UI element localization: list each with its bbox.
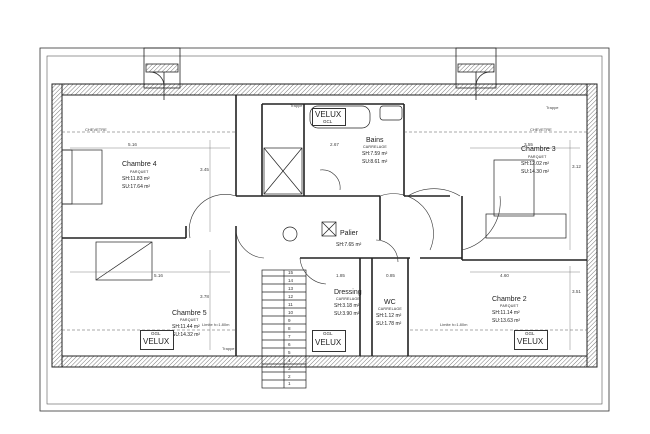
room-chambre4-name: Chambre 4 — [122, 161, 157, 168]
room-wc-sh: SH:1.12 m² — [376, 313, 402, 319]
stair-step-number: 14 — [288, 278, 294, 283]
chevetre-right: CHEVETRE — [530, 127, 552, 132]
room-dressing-sh: SH:3.18 m² — [334, 303, 360, 309]
dim-351: 3.51 — [572, 289, 581, 294]
bed-chambre3 — [485, 159, 567, 239]
stair-step-number: 9 — [288, 318, 291, 323]
room-chambre2-name: Chambre 2 — [492, 296, 527, 303]
staircase — [261, 269, 307, 389]
velux-window-top: VELUX GCL — [312, 108, 346, 126]
bed-chambre4 — [61, 149, 103, 205]
stair-step-number: 6 — [288, 342, 291, 347]
stair-step-number: 11 — [288, 302, 293, 307]
bathroom-fixtures — [263, 105, 403, 242]
stair-step-number: 4 — [288, 358, 291, 363]
dim-267: 2.67 — [330, 142, 339, 147]
door-swings — [188, 169, 501, 285]
room-bains-floor: Carrelage — [363, 145, 387, 149]
room-bains-sh: SH:7.59 m² — [362, 151, 388, 157]
stair-step-number: 7 — [288, 334, 291, 339]
trappe-bottom-left: Trappe — [222, 346, 235, 351]
room-bains-su: SU:8.61 m² — [362, 159, 388, 165]
velux-model: GGL — [323, 331, 333, 336]
velux-model: GGL — [525, 331, 535, 336]
velux-label: VELUX — [143, 337, 170, 346]
dim-378: 3.78 — [200, 294, 209, 299]
room-chambre3-name: Chambre 3 — [521, 146, 556, 153]
room-wc-name: WC — [384, 299, 396, 306]
trappe-top: Trappe — [290, 103, 303, 108]
dim-355: 3.55 — [524, 142, 533, 147]
room-chambre5-sh: SH:11.44 m² — [172, 324, 200, 330]
room-chambre3-sh: SH:12.02 m² — [521, 161, 550, 167]
room-palier-sh: SH:7.65 m² — [336, 242, 362, 248]
dim-312: 3.12 — [572, 164, 581, 169]
roof-window-blocks-top — [143, 47, 497, 100]
room-chambre4-floor: Parquet — [130, 170, 149, 174]
room-dressing-floor: Carrelage — [336, 297, 360, 301]
exterior-walls — [51, 83, 598, 368]
room-chambre3-su: SU:14.30 m² — [521, 169, 550, 175]
stair-step-number: 8 — [288, 326, 291, 331]
velux-model: GGL — [151, 331, 161, 336]
stair-step-number: 13 — [288, 286, 294, 291]
velux-label: VELUX — [517, 337, 544, 346]
dim-460: 4.60 — [500, 273, 509, 278]
dim-085: 0.85 — [386, 273, 395, 278]
stair-step-number: 12 — [288, 294, 294, 299]
limite-right: Limite h=1.80m — [440, 322, 468, 327]
dim-516-mid: 5.16 — [154, 273, 163, 278]
stair-step-number: 3 — [288, 366, 291, 371]
dimension-lines — [70, 140, 580, 350]
stair-step-number: 15 — [288, 270, 294, 275]
room-chambre5-su: SU:14.32 m² — [172, 332, 201, 338]
bed-chambre5 — [95, 241, 153, 281]
velux-window-dressing: GGL VELUX — [312, 330, 346, 352]
room-wc-su: SU:1.78 m² — [376, 321, 402, 327]
dim-516-top: 5.16 — [128, 142, 137, 147]
stair-step-number: 10 — [288, 310, 294, 315]
room-chambre5-floor: Parquet — [180, 318, 199, 322]
room-chambre2-floor: Parquet — [500, 304, 519, 308]
velux-label: VELUX — [315, 110, 342, 119]
room-dressing-name: Dressing — [334, 289, 362, 296]
trappe-bottom-right: Trappe — [546, 105, 559, 110]
palier-vent — [321, 221, 337, 237]
velux-model: GCL — [323, 119, 333, 124]
limite-left: Limite h=1.80m — [202, 322, 230, 327]
dim-185: 1.85 — [336, 273, 345, 278]
room-dressing-su: SU:3.90 m² — [334, 311, 360, 317]
stair-step-number: 5 — [288, 350, 291, 355]
room-chambre5-name: Chambre 5 — [172, 310, 207, 317]
room-chambre4-su: SU:17.64 m² — [122, 184, 151, 190]
room-wc-floor: Carrelage — [378, 307, 402, 311]
velux-label: VELUX — [315, 338, 342, 347]
room-bains-name: Bains — [366, 137, 384, 144]
dim-345: 3.45 — [200, 167, 209, 172]
eave-line — [46, 55, 603, 405]
interior-walls — [62, 95, 587, 356]
stair-step-number: 2 — [288, 374, 291, 379]
velux-window-chambre5: GGL VELUX — [140, 330, 174, 350]
stair-step-number: 1 — [288, 381, 291, 386]
room-chambre4-sh: SH:11.83 m² — [122, 176, 150, 182]
room-chambre3-floor: Parquet — [528, 155, 547, 159]
velux-window-chambre2: GGL VELUX — [514, 330, 548, 350]
chevetre-left: CHEVETRE — [85, 127, 107, 132]
room-palier-name: Palier — [340, 230, 358, 237]
room-chambre2-su: SU:13.63 m² — [492, 318, 521, 324]
room-chambre2-sh: SH:11.14 m² — [492, 310, 520, 316]
page-border — [39, 47, 610, 412]
